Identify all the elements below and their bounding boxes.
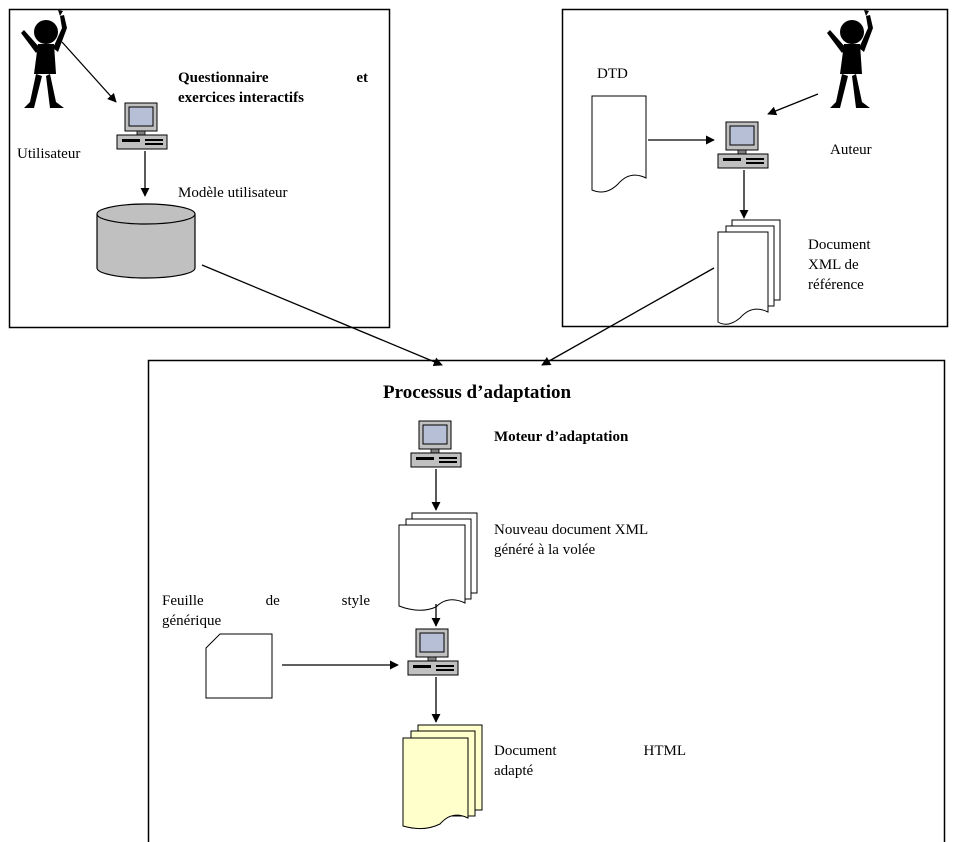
author-actor-icon [827, 10, 873, 108]
engine-label: Moteur d’adaptation [494, 429, 629, 445]
engine-computer-icon [410, 420, 462, 468]
author-to-computer-arrow [767, 93, 819, 116]
stylesheet-label-line2: générique [162, 613, 222, 629]
document-word: Document [494, 743, 557, 759]
de-word: de [265, 593, 280, 609]
author-actor-label: Auteur [830, 142, 872, 158]
user-computer-icon [116, 102, 168, 150]
dtd-label: DTD [597, 66, 628, 82]
new-xml-stack-icon [398, 512, 478, 611]
reference-xml-stack-icon [717, 219, 781, 325]
reference-doc-label-line1: Document [808, 237, 871, 253]
style-word: style [341, 593, 370, 609]
user-actor-label: Utilisateur [17, 146, 81, 162]
html-word: HTML [643, 743, 687, 759]
xml-to-process-arrow [541, 267, 715, 366]
user-to-computer-arrow [61, 41, 117, 103]
user-actor-icon [21, 10, 67, 108]
reference-doc-label-line2: XML de [808, 257, 859, 273]
questionnaire-word: Questionnaire [178, 70, 269, 86]
stylesheet-label-line1: Feuille de style [162, 592, 370, 611]
stylesheet-document-icon [205, 633, 273, 699]
html-output-label-line1: Document HTML [494, 742, 686, 761]
reference-doc-label-line3: référence [808, 277, 864, 293]
new-doc-label-line2: généré à la volée [494, 542, 596, 558]
author-box [561, 8, 949, 328]
questionnaire-title-line2: exercices interactifs [178, 90, 304, 106]
process-title: Processus d’adaptation [383, 382, 572, 403]
process-box [147, 359, 946, 842]
user-model-box [8, 8, 391, 329]
html-output-label-line2: adapté [494, 763, 534, 779]
feuille-word: Feuille [162, 593, 204, 609]
new-doc-label-line1: Nouveau document XML [494, 522, 649, 538]
transform-computer-icon [407, 628, 459, 676]
database-icon [96, 203, 196, 279]
author-computer-icon [717, 121, 769, 169]
et-word: et [356, 70, 368, 86]
user-model-label: Modèle utilisateur [178, 185, 288, 201]
questionnaire-title-line1: Questionnaire et [178, 69, 368, 88]
db-to-process-arrow [201, 264, 443, 367]
html-output-stack-icon [402, 724, 483, 830]
dtd-document-icon [591, 95, 647, 193]
